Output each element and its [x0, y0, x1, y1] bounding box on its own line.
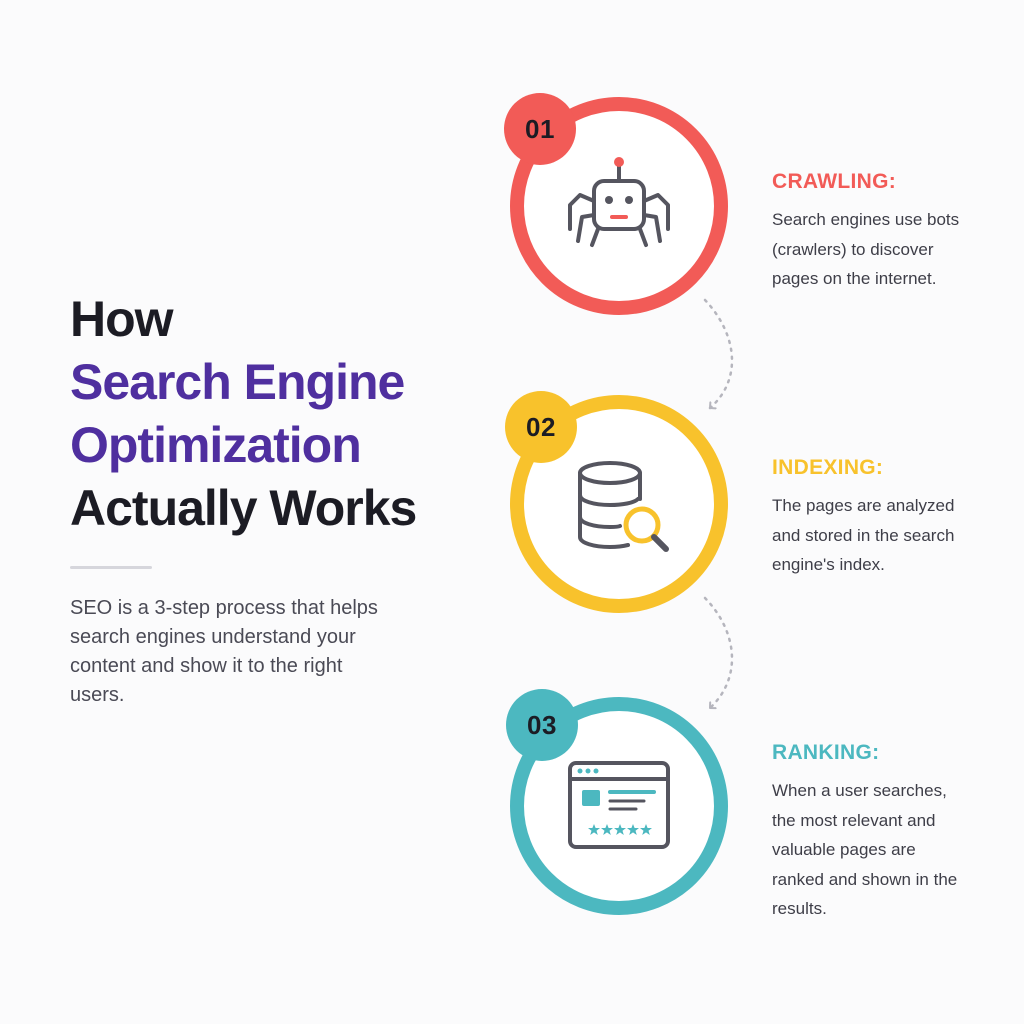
step-2-description: The pages are analyzed and stored in the…	[772, 496, 955, 574]
headline-divider	[70, 566, 152, 569]
step-3-description: When a user searches, the most relevant …	[772, 781, 958, 918]
database-search-icon	[578, 461, 669, 552]
connector-1-to-2	[703, 298, 734, 410]
headline-line-actually-works: Actually Works	[70, 480, 417, 536]
step-2-badge: 02	[505, 391, 577, 463]
headline-line-search-engine: Search Engine	[70, 354, 405, 410]
step-3-title: RANKING:	[772, 741, 880, 764]
rating-stars	[588, 824, 652, 835]
headline-line-how: How	[70, 291, 174, 347]
connector-2-to-3	[703, 596, 734, 710]
step-1-title: CRAWLING:	[772, 170, 897, 193]
step-1-text: CRAWLING: Search engines use bots (crawl…	[772, 170, 972, 294]
intro-paragraph: SEO is a 3-step process that helps searc…	[70, 597, 378, 706]
step-2-title: INDEXING:	[772, 456, 884, 479]
step-1-description: Search engines use bots (crawlers) to di…	[772, 210, 960, 288]
headline: How Search Engine Optimization Actually …	[70, 288, 490, 540]
browser-rating-icon	[568, 761, 670, 849]
headline-line-optimization: Optimization	[70, 417, 362, 473]
step-2-text: INDEXING: The pages are analyzed and sto…	[772, 456, 972, 580]
robot-spider-icon	[568, 157, 670, 247]
step-1-badge: 01	[504, 93, 576, 165]
step-3-badge: 03	[506, 689, 578, 761]
step-3-text: RANKING: When a user searches, the most …	[772, 741, 972, 924]
